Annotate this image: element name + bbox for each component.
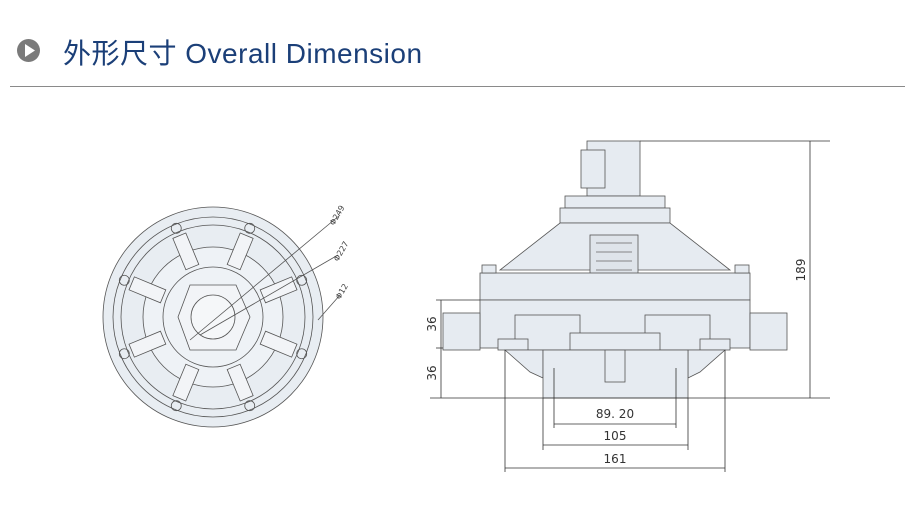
page-title: 外形尺寸 Overall Dimension (63, 38, 423, 69)
bolt (118, 348, 130, 360)
bolt (118, 274, 130, 286)
valve-side-view (442, 140, 788, 399)
play-circle-icon (17, 39, 40, 62)
header-divider (10, 86, 905, 87)
diameter-label-227: Φ227 (332, 240, 351, 263)
spoke (172, 363, 200, 402)
dimension-lines (430, 140, 830, 472)
spoke (128, 276, 167, 304)
diameter-label-12: Φ12 (334, 282, 350, 301)
bolt (244, 400, 256, 412)
dim-upper-height: 36 (425, 316, 439, 331)
bolt (244, 222, 256, 234)
spoke (226, 363, 254, 402)
spoke (259, 330, 298, 358)
dim-total-height: 189 (794, 259, 808, 282)
dim-lower-height: 36 (425, 365, 439, 380)
dim-outlet-width: 105 (604, 429, 627, 443)
diameter-label-249: Φ249 (328, 204, 347, 227)
spoke (172, 232, 200, 271)
bolt (296, 348, 308, 360)
bolt (296, 274, 308, 286)
spoke (226, 232, 254, 271)
bolt (170, 222, 182, 234)
spoke (128, 330, 167, 358)
bolt (170, 400, 182, 412)
dim-inner-width: 89. 20 (596, 407, 634, 421)
dim-overall-width: 161 (604, 452, 627, 466)
valve-top-view (102, 206, 341, 428)
